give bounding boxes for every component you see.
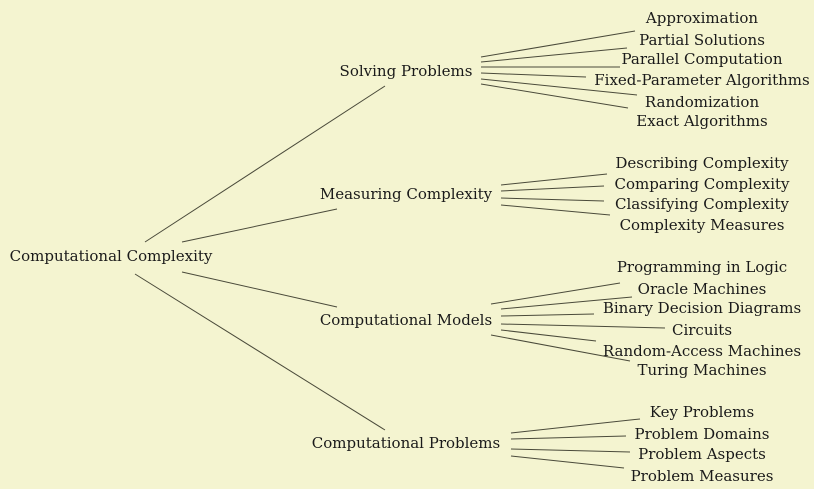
leaf-node: Problem Measures — [631, 467, 774, 485]
edge-branch-1-leaf-0 — [500, 173, 608, 186]
leaf-node: Fixed-Parameter Algorithms — [594, 71, 809, 89]
leaf-node: Comparing Complexity — [614, 175, 790, 193]
edge-branch-2-leaf-5 — [490, 334, 631, 362]
edge-branch-2-leaf-0 — [490, 282, 621, 305]
edge-branch-3-leaf-3 — [510, 455, 625, 469]
leaf-node: Oracle Machines — [638, 280, 767, 298]
edge-branch-1-leaf-1 — [500, 185, 605, 192]
edge-branch-2-leaf-2 — [500, 313, 595, 317]
branch-node: Solving Problems — [340, 62, 473, 80]
edge-branch-0-leaf-3 — [480, 72, 587, 78]
branch-node: Computational Problems — [312, 434, 500, 452]
leaf-node: Exact Algorithms — [636, 112, 767, 130]
leaf-node: Random-Access Machines — [603, 342, 801, 360]
edge-branch-1-leaf-2 — [500, 197, 605, 202]
leaf-node: Describing Complexity — [615, 154, 789, 172]
edge-root-branch-1 — [181, 208, 338, 243]
leaf-node: Approximation — [645, 9, 759, 27]
connectors — [134, 30, 666, 469]
leaf-node: Key Problems — [650, 403, 754, 421]
edge-branch-3-leaf-1 — [510, 435, 627, 440]
edge-root-branch-3 — [134, 273, 386, 431]
leaf-node: Programming in Logic — [617, 258, 787, 276]
edge-branch-1-leaf-3 — [500, 204, 611, 216]
leaf-node: Complexity Measures — [620, 216, 785, 234]
edge-root-branch-2 — [181, 271, 338, 308]
edge-branch-3-leaf-0 — [510, 418, 641, 434]
leaf-node: Problem Aspects — [638, 445, 766, 463]
edge-branch-2-leaf-3 — [500, 323, 666, 329]
edge-branch-0-leaf-0 — [480, 30, 636, 58]
edge-branch-2-leaf-4 — [500, 329, 597, 342]
leaf-node: Problem Domains — [635, 425, 770, 443]
root-node: Computational Complexity — [10, 247, 213, 265]
edge-branch-3-leaf-2 — [510, 448, 631, 453]
edge-root-branch-0 — [144, 85, 386, 243]
edge-branch-0-leaf-5 — [480, 83, 629, 109]
branch-node: Computational Models — [320, 311, 492, 329]
leaf-node: Partial Solutions — [639, 31, 765, 49]
leaf-node: Randomization — [645, 93, 760, 111]
leaf-node: Parallel Computation — [622, 50, 783, 68]
leaf-node: Classifying Complexity — [615, 195, 790, 213]
leaf-node: Turing Machines — [637, 361, 766, 379]
branch-node: Measuring Complexity — [320, 185, 493, 203]
edge-branch-0-leaf-1 — [480, 47, 628, 63]
edge-branch-0-leaf-4 — [480, 78, 638, 96]
edge-branch-2-leaf-1 — [500, 296, 633, 310]
leaf-node: Circuits — [672, 321, 732, 339]
leaf-node: Binary Decision Diagrams — [603, 299, 801, 317]
